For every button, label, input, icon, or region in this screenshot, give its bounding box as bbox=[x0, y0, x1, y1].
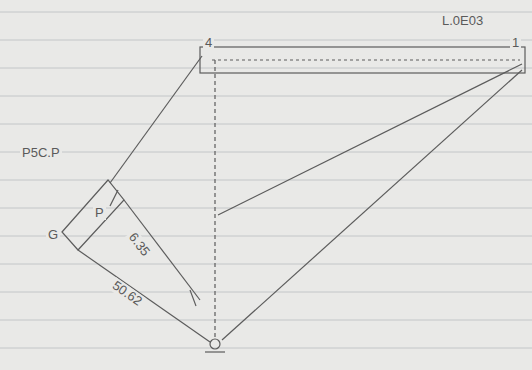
sketch-label: L.0E03 bbox=[440, 14, 485, 28]
sketch-label: 4 bbox=[203, 36, 214, 50]
pencil-lines bbox=[62, 47, 525, 352]
sketch-label: G bbox=[46, 228, 60, 242]
ruled-lines bbox=[0, 12, 532, 348]
sketch-label: P5C.P bbox=[20, 146, 62, 160]
sketch-label: P bbox=[93, 206, 106, 220]
sketch-label: 1 bbox=[510, 36, 521, 50]
sketch-label: 50.62 bbox=[108, 277, 146, 310]
